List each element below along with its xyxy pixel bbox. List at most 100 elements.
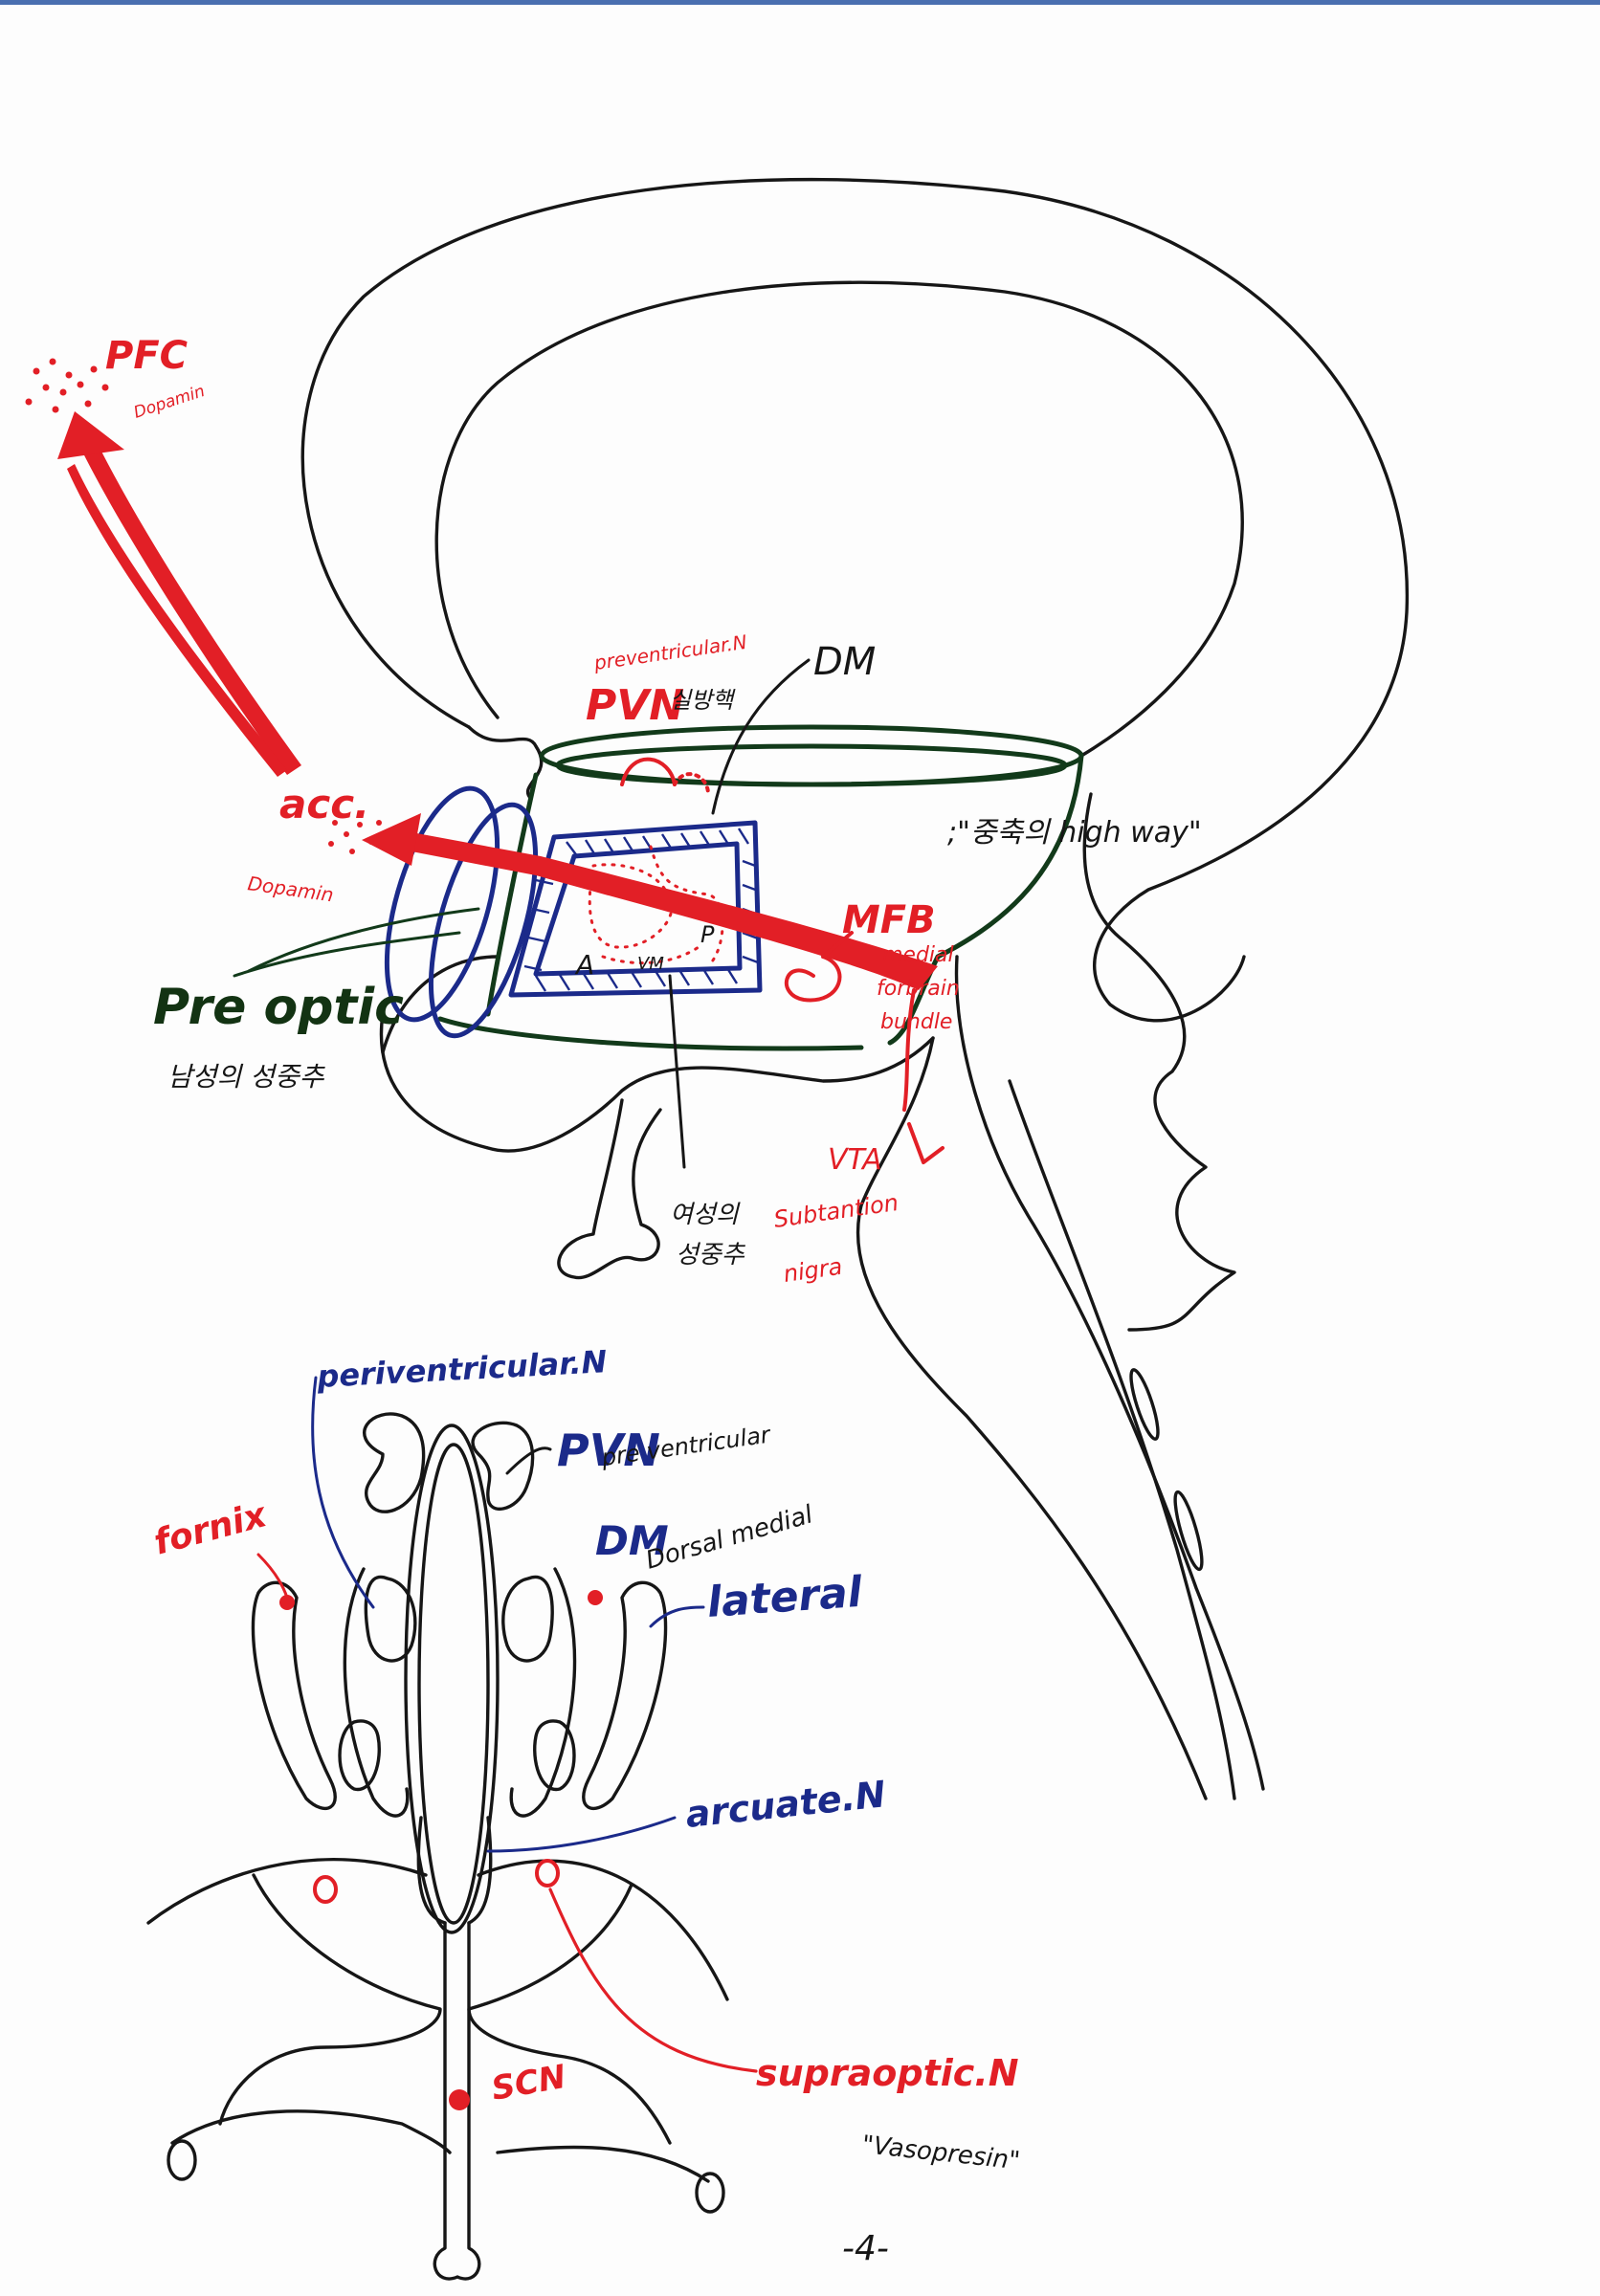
mfb-full-line-1: medial bbox=[882, 943, 954, 967]
third-ventricle-inner bbox=[417, 1443, 490, 1925]
brain-outer-outline bbox=[300, 177, 1410, 1023]
female-sex-center-line-2: 성중추 bbox=[676, 1241, 746, 1269]
thalamus-left-edge bbox=[485, 772, 539, 1017]
optic-nerve-bottom-left bbox=[170, 2109, 452, 2154]
nucleus-vm-label: VM bbox=[637, 954, 664, 974]
pvn-bulb bbox=[673, 772, 710, 796]
preoptic-leader-2 bbox=[247, 907, 480, 973]
hypothalamus-floor-outline bbox=[379, 1012, 935, 1153]
spinal-canal-line bbox=[1008, 1079, 1236, 1800]
preoptic-area bbox=[384, 785, 539, 1039]
pvn-arc bbox=[620, 757, 677, 786]
pvn-leader bbox=[505, 1446, 552, 1475]
brainstem-outline-left bbox=[856, 1036, 1208, 1800]
arcuate-label: arcuate.N bbox=[683, 1773, 887, 1836]
ventromedial-left bbox=[338, 1719, 381, 1792]
ventromedial-right bbox=[533, 1719, 576, 1792]
third-ventricle-outer bbox=[404, 1424, 500, 1934]
preoptic-ellipse-inner bbox=[428, 802, 539, 1039]
sagittal-labels: PFC Dopamin acc. Dopamin preventricular.… bbox=[105, 334, 1202, 1288]
nucleus-a-label: A bbox=[574, 949, 594, 981]
optic-chiasm-right bbox=[467, 1883, 672, 2145]
spinal-canal-slot-1 bbox=[1129, 1368, 1160, 1441]
optic-tract-right bbox=[477, 1859, 729, 2001]
preoptic-ellipse-outer bbox=[384, 785, 500, 1023]
pvn-shape-left bbox=[363, 1412, 426, 1513]
supraoptic-leader bbox=[548, 1888, 758, 2073]
pvn-full-name: preventricular.N bbox=[591, 630, 748, 674]
mfb-arrowhead bbox=[362, 813, 421, 866]
infundibulum-lines bbox=[416, 1816, 493, 1925]
sagittal-brain-outline bbox=[300, 177, 1410, 1800]
brainstem-outline-right bbox=[954, 955, 1265, 1791]
vasopressin-note: "Vasopresin" bbox=[860, 2130, 1021, 2175]
fornix-label: fornix bbox=[150, 1495, 273, 1563]
mfb-descending-line bbox=[902, 988, 916, 1112]
dm-shape-right bbox=[501, 1575, 554, 1663]
supraoptic-label: supraoptic.N bbox=[756, 2052, 1019, 2094]
acc-dopamine-dots bbox=[328, 820, 382, 854]
mfb-full-line-3: bundle bbox=[880, 1010, 952, 1034]
optic-tract-left bbox=[146, 1857, 428, 1925]
arcuate-leader bbox=[486, 1816, 677, 1853]
pfc-dopamine-note: Dopamin bbox=[131, 382, 207, 423]
thalamus-bottom-edge bbox=[437, 1016, 864, 1051]
pfc-arrow-shaft bbox=[81, 440, 301, 775]
coronal-leader-lines bbox=[256, 1376, 758, 2073]
scn-label: SCN bbox=[489, 2058, 569, 2108]
pituitary-stalk bbox=[557, 1098, 662, 1280]
nuclei-dotted-outline bbox=[588, 845, 724, 968]
pvn-shape-right bbox=[471, 1421, 535, 1511]
thalamus-top-rim-inner bbox=[555, 743, 1068, 787]
coronal-section bbox=[146, 1412, 729, 2281]
male-sex-center-label: 남성의 성중추 bbox=[167, 1061, 326, 1093]
periventricular-leader bbox=[311, 1376, 375, 1609]
mfb-arrow-body bbox=[411, 832, 938, 990]
optic-nerve-bottom-right bbox=[496, 2145, 710, 2183]
preoptic-label: Pre optic bbox=[153, 979, 404, 1036]
mfb-label: MFB bbox=[842, 898, 936, 942]
acc-label: acc. bbox=[279, 781, 369, 828]
acc-dopamine-note: Dopamin bbox=[246, 872, 335, 906]
substantia-nigra-line-2: nigra bbox=[782, 1253, 844, 1288]
female-sex-center-line-1: 여성의 bbox=[670, 1201, 741, 1229]
coronal-dm-full-label: Dorsal medial bbox=[643, 1500, 817, 1576]
lateral-leader bbox=[649, 1605, 705, 1628]
pvn-korean-label: 실방핵 bbox=[670, 687, 736, 714]
optic-nerve-stump-right bbox=[695, 2172, 725, 2214]
preoptic-leader-1 bbox=[233, 931, 461, 978]
scn-dot bbox=[449, 2089, 470, 2110]
lateral-area-right bbox=[582, 1580, 668, 1810]
supraoptic-circle-right bbox=[535, 1859, 560, 1888]
coronal-pvn-label: PVN bbox=[557, 1424, 660, 1476]
lateral-area-left bbox=[251, 1580, 337, 1810]
vta-marker bbox=[907, 1122, 944, 1164]
frontal-lobe-lower-outline bbox=[467, 725, 544, 801]
periventricular-label: periventricular.N bbox=[315, 1343, 608, 1395]
vta-label: VTA bbox=[828, 1143, 882, 1177]
vm-leader-line bbox=[668, 974, 686, 1169]
periventricular-band-left bbox=[343, 1567, 410, 1818]
pfc-arrowhead bbox=[57, 411, 124, 459]
periventricular-band-right bbox=[509, 1567, 577, 1818]
hypothalamic-nuclei-box bbox=[508, 820, 763, 998]
dopamine-pathways bbox=[25, 358, 944, 1164]
sagittal-leader-lines bbox=[233, 658, 811, 1169]
cerebellum-outline bbox=[1082, 792, 1236, 1332]
nuclei-box-inner bbox=[533, 841, 743, 977]
dm-shape-left bbox=[364, 1575, 417, 1663]
spinal-canal-slot-2 bbox=[1173, 1490, 1204, 1572]
nucleus-p-label: P bbox=[700, 921, 715, 948]
optic-nerve-stump-left bbox=[167, 2139, 197, 2181]
pfc-dopamine-dots bbox=[25, 358, 109, 413]
corpus-callosum-inner-outline bbox=[434, 280, 1244, 758]
page-number: -4- bbox=[842, 2229, 889, 2268]
thalamus-block bbox=[437, 724, 1084, 1051]
fornix-leader bbox=[256, 1553, 289, 1600]
dm-label: DM bbox=[813, 640, 876, 684]
pfc-label: PFC bbox=[105, 334, 188, 378]
mfb-lasso bbox=[785, 931, 854, 1003]
coronal-dm-label: DM bbox=[595, 1517, 669, 1564]
